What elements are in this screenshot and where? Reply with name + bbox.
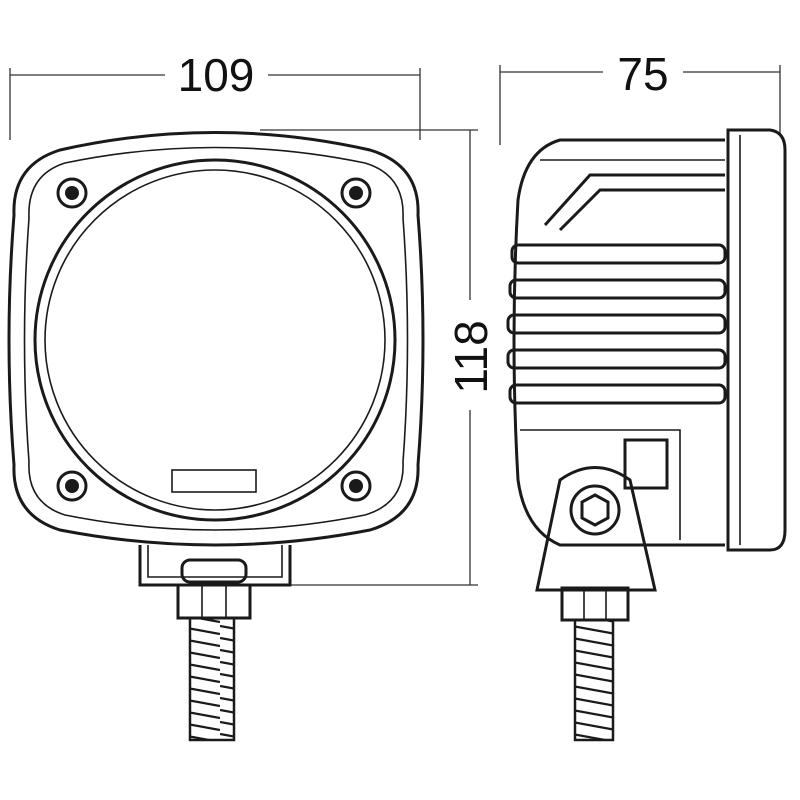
depth-label: 75	[617, 48, 668, 100]
nut-icon	[560, 586, 630, 622]
width-label: 109	[178, 49, 255, 101]
threaded-stud	[188, 616, 236, 742]
connector	[623, 438, 669, 490]
side-view	[506, 128, 787, 742]
lens	[33, 158, 397, 522]
mount-bracket	[535, 466, 657, 592]
height-label: 118	[445, 320, 497, 393]
nut-icon	[176, 583, 252, 620]
front-view	[7, 131, 425, 742]
threaded-stud	[573, 618, 615, 742]
label-plate	[171, 469, 257, 493]
height-dimension: 118	[260, 129, 497, 586]
width-dimension: 109	[9, 49, 421, 140]
cooling-fins	[506, 243, 727, 405]
depth-dimension: 75	[499, 48, 781, 145]
bolt-icon	[56, 177, 372, 502]
